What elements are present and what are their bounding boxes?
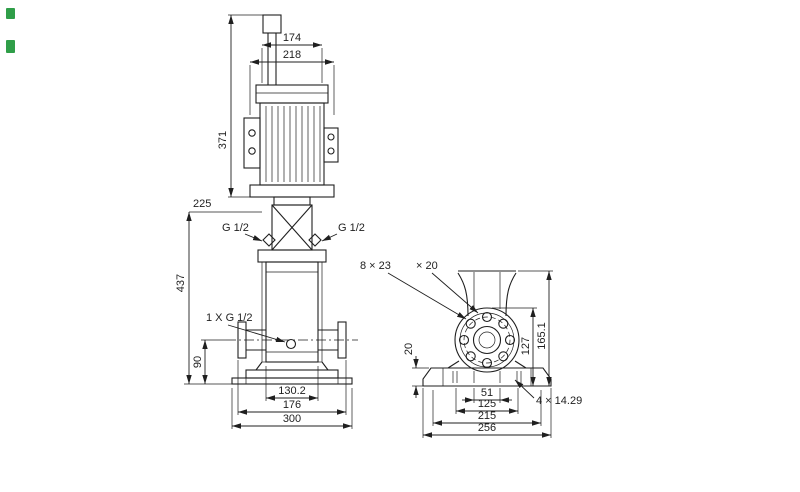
dim-port-left: G 1/2 [222,222,249,234]
baseplate [231,377,353,385]
dim-port-height: 90 [192,356,204,368]
dim-total-height: 437 [175,274,187,292]
column-right-edge [505,272,517,317]
brand-mark-top [6,8,15,19]
dim-fan-width: 174 [283,32,301,44]
motor-flange [249,184,335,198]
flange-bolt-holes [458,311,516,369]
motor-stool [273,196,311,206]
gauge-port-right [308,233,322,247]
terminal-box [243,117,261,169]
dim-flange-hole-depth: × 20 [416,260,438,272]
dim-flange-holes: 8 × 23 [360,260,391,272]
front-view-dimensions: 8 × 23 × 20 20 127 165.1 4 × 14.29 51 12… [360,260,582,438]
dim-drain-port: 1 X G 1/2 [206,312,252,324]
dim-slot-gap: 51 [481,387,493,399]
dim-port-center-height: 127 [520,337,532,355]
dim-port-span: 130.2 [278,385,306,397]
pump-head [257,249,327,263]
brand-marks [6,8,15,53]
dim-base-width: 176 [283,399,301,411]
base-front [422,367,552,387]
staybolt-left [261,261,267,363]
dim-motor-width: 218 [283,49,301,61]
pump-side-view [226,14,358,385]
drain-plug [285,338,297,350]
gauge-port-left [262,233,276,247]
motor-body [259,102,325,186]
dim-hole-span-outer: 215 [478,410,496,422]
dim-head-height: 165.1 [536,322,548,350]
side-view-dimensions: 174 218 371 225 437 G 1/2 G 1/2 1 X G 1/… [175,14,365,429]
cable-entry-box [323,127,339,163]
dim-front-base-height: 20 [403,343,415,355]
pump-front-view [422,270,552,387]
dim-motor-height: 371 [217,131,229,149]
fan-cover [255,84,329,104]
column-left-edge [457,272,469,317]
bolt-circle [463,316,511,364]
motor-top-cap [262,14,282,34]
base [245,369,339,379]
port-bore [472,325,502,355]
dim-foot-holes: 4 × 14.29 [536,395,582,407]
dim-coupling-clearance: 225 [193,198,211,210]
brand-mark-bottom [6,40,15,53]
motor-fins [265,106,321,182]
staybolt-right [317,261,323,363]
chamber-stack [265,261,319,363]
dim-baseplate-width: 300 [283,413,301,425]
dim-port-right: G 1/2 [338,222,365,234]
dim-hole-span-inner: 125 [478,398,496,410]
port-flange [454,307,520,373]
dim-front-base-width: 256 [478,422,496,434]
